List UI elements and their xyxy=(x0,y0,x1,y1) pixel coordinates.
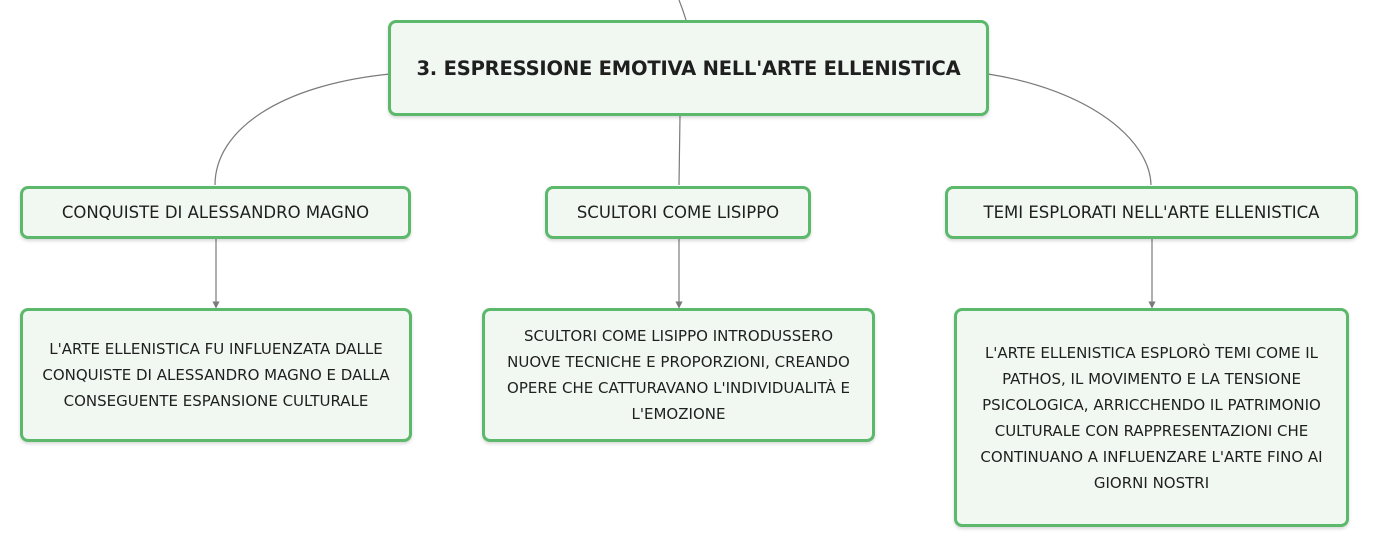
root-node[interactable]: 3. ESPRESSIONE EMOTIVA NELL'ARTE ELLENIS… xyxy=(388,20,989,116)
detail-node-conquiste[interactable]: L'ARTE ELLENISTICA FU INFLUENZATA DALLE … xyxy=(20,308,412,442)
branch-node-temi[interactable]: TEMI ESPLORATI NELL'ARTE ELLENISTICA xyxy=(945,186,1358,239)
detail-node-text: SCULTORI COME LISIPPO INTRODUSSERO NUOVE… xyxy=(507,327,850,423)
connector-parent-to-root xyxy=(678,0,687,21)
branch-node-conquiste[interactable]: CONQUISTE DI ALESSANDRO MAGNO xyxy=(20,186,411,239)
connector-root-to-branch-2 xyxy=(678,115,681,186)
branch-node-label: TEMI ESPLORATI NELL'ARTE ELLENISTICA xyxy=(983,203,1320,222)
root-node-label: 3. ESPRESSIONE EMOTIVA NELL'ARTE ELLENIS… xyxy=(416,56,961,80)
detail-node-scultori[interactable]: SCULTORI COME LISIPPO INTRODUSSERO NUOVE… xyxy=(482,308,875,442)
detail-node-temi[interactable]: L'ARTE ELLENISTICA ESPLORÒ TEMI COME IL … xyxy=(954,308,1349,527)
connector-root-to-branch-3 xyxy=(987,73,1152,186)
branch-node-label: SCULTORI COME LISIPPO xyxy=(576,203,780,222)
connector-root-to-branch-1 xyxy=(214,73,391,186)
branch-node-scultori[interactable]: SCULTORI COME LISIPPO xyxy=(545,186,811,239)
detail-node-text: L'ARTE ELLENISTICA FU INFLUENZATA DALLE … xyxy=(42,340,390,410)
branch-node-label: CONQUISTE DI ALESSANDRO MAGNO xyxy=(61,203,370,222)
detail-node-text: L'ARTE ELLENISTICA ESPLORÒ TEMI COME IL … xyxy=(980,343,1323,492)
